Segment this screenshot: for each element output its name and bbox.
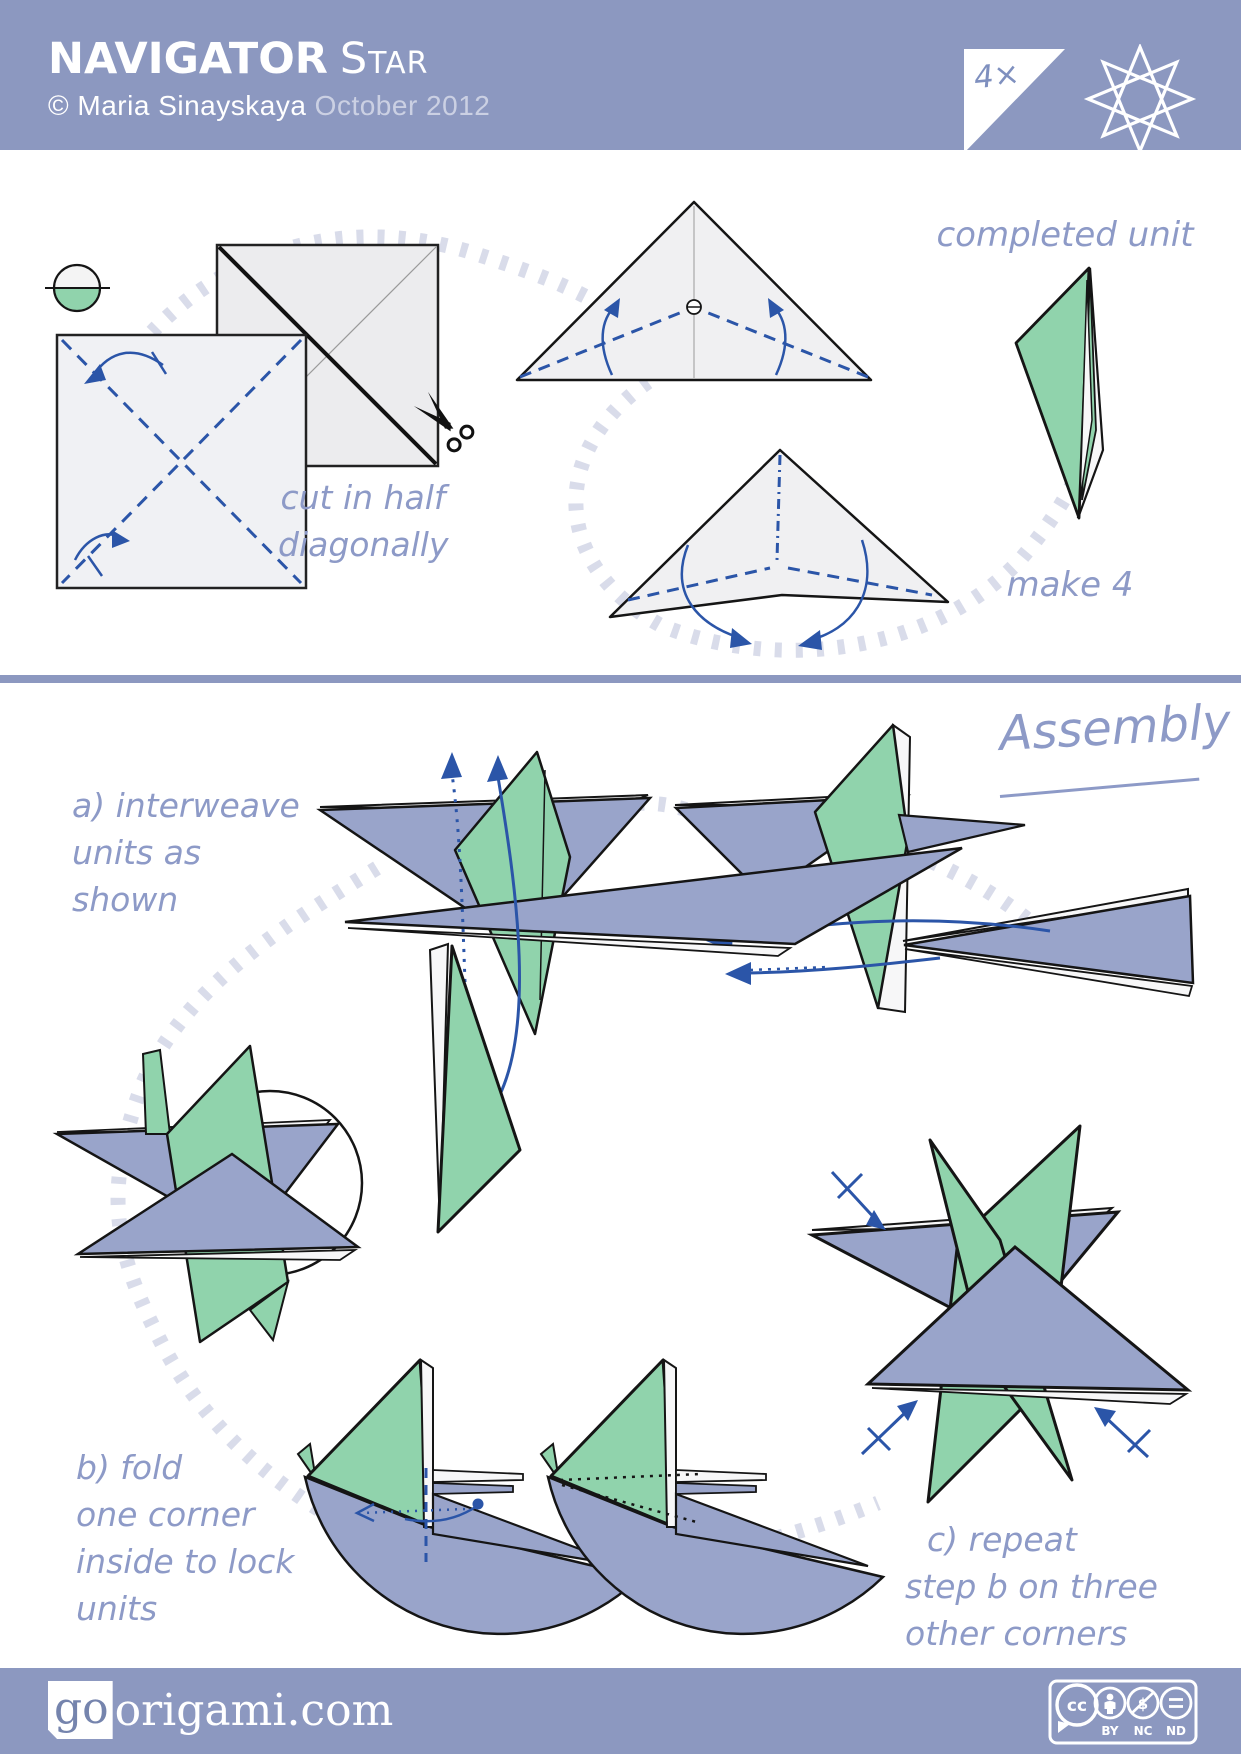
copyright-text: © Maria Sinayskaya <box>48 90 307 121</box>
folding-section-drawing <box>45 200 1105 658</box>
step-c-line1: c) repeat <box>927 1520 1077 1559</box>
date-text: October 2012 <box>314 90 491 121</box>
lock-fold-closeup-before <box>296 1358 643 1636</box>
interweave-arrows <box>450 773 521 1113</box>
make-count-label: make 4 <box>1006 565 1134 605</box>
assembly-interweave-diagram <box>316 750 963 1113</box>
single-unit-drawing <box>428 942 522 1234</box>
fold-point-dot <box>472 1498 484 1510</box>
cc-by-icon: BY <box>1093 1686 1127 1738</box>
cc-icon: cc <box>1055 1683 1099 1733</box>
step-b-label: b) fold one corner inside to lock units <box>76 1444 336 1632</box>
finished-star-diagram <box>806 1124 1193 1504</box>
assembly-section-drawing <box>52 723 1195 1636</box>
cut-label: cut in half diagonally <box>278 474 448 568</box>
arrowhead <box>487 755 508 782</box>
svg-text:cc: cc <box>1067 1696 1087 1716</box>
logo-domain: origami.com <box>114 1684 394 1736</box>
step-b-line2: one corner <box>76 1495 255 1534</box>
hidden-fold-lines <box>559 1472 701 1525</box>
arrowhead <box>112 530 130 548</box>
lock-fold-closeup-after <box>539 1358 886 1636</box>
step-b-line4: units <box>76 1589 158 1628</box>
step-c-line3: other corners <box>905 1614 1128 1653</box>
step-b-line3: inside to lock <box>76 1542 295 1581</box>
fold-arrow <box>680 539 869 642</box>
arrowhead <box>1094 1407 1116 1427</box>
arrowhead <box>725 962 751 985</box>
cc-license-badge: cc BY $ NC ND <box>1048 1679 1198 1745</box>
step-a-line1: a) interweave <box>72 786 300 825</box>
arrowhead <box>798 630 822 650</box>
triangle-folded-step <box>608 448 950 650</box>
cc-nc-icon: $ NC <box>1126 1686 1160 1738</box>
logo-go-box: go <box>48 1681 113 1739</box>
title-main: NAVIGATOR <box>48 34 328 84</box>
arrowhead <box>897 1400 918 1421</box>
cut-label-line2: diagonally <box>278 525 449 564</box>
cc-nd-icon: ND <box>1159 1686 1193 1738</box>
footer-band <box>0 1668 1241 1754</box>
cut-label-line1: cut in half <box>280 478 446 517</box>
step-c-label: c) repeat step b on three other corners <box>905 1516 1185 1657</box>
svg-text:NC: NC <box>1134 1724 1153 1738</box>
unit-count-triangle-icon <box>964 49 1065 153</box>
section-divider <box>0 675 1241 683</box>
arrowhead <box>730 628 752 648</box>
square-with-fold-creases <box>55 333 308 590</box>
woven-star-with-magnifier <box>52 1044 364 1344</box>
arrowhead <box>84 364 106 384</box>
arrowhead <box>604 298 620 318</box>
unit-count-label: 4× <box>972 55 1022 97</box>
title-sub: Star <box>339 34 429 84</box>
triangle-fold-step <box>515 200 873 382</box>
step-a-line2: units as <box>72 833 202 872</box>
byline: © Maria Sinayskaya October 2012 <box>48 90 490 122</box>
step-a-label: a) interweave units as shown <box>72 782 332 923</box>
star-icon <box>1083 44 1197 156</box>
svg-text:BY: BY <box>1101 1724 1118 1738</box>
tuck-arrows <box>830 1170 1152 1459</box>
completed-unit-drawing <box>1014 266 1105 520</box>
paper-color-indicator-icon <box>45 263 110 313</box>
flow-arc-ticks <box>146 229 1090 658</box>
arrowhead <box>866 1210 886 1230</box>
svg-text:ND: ND <box>1166 1724 1186 1738</box>
completed-unit-label: completed unit <box>936 215 1194 255</box>
arrowhead <box>441 752 462 779</box>
arrowhead <box>768 298 784 318</box>
step-a-line3: shown <box>72 880 179 919</box>
lock-fold-marks <box>354 1468 478 1562</box>
step-b-line1: b) fold <box>76 1448 183 1487</box>
step-c-line2: step b on three <box>905 1567 1158 1606</box>
